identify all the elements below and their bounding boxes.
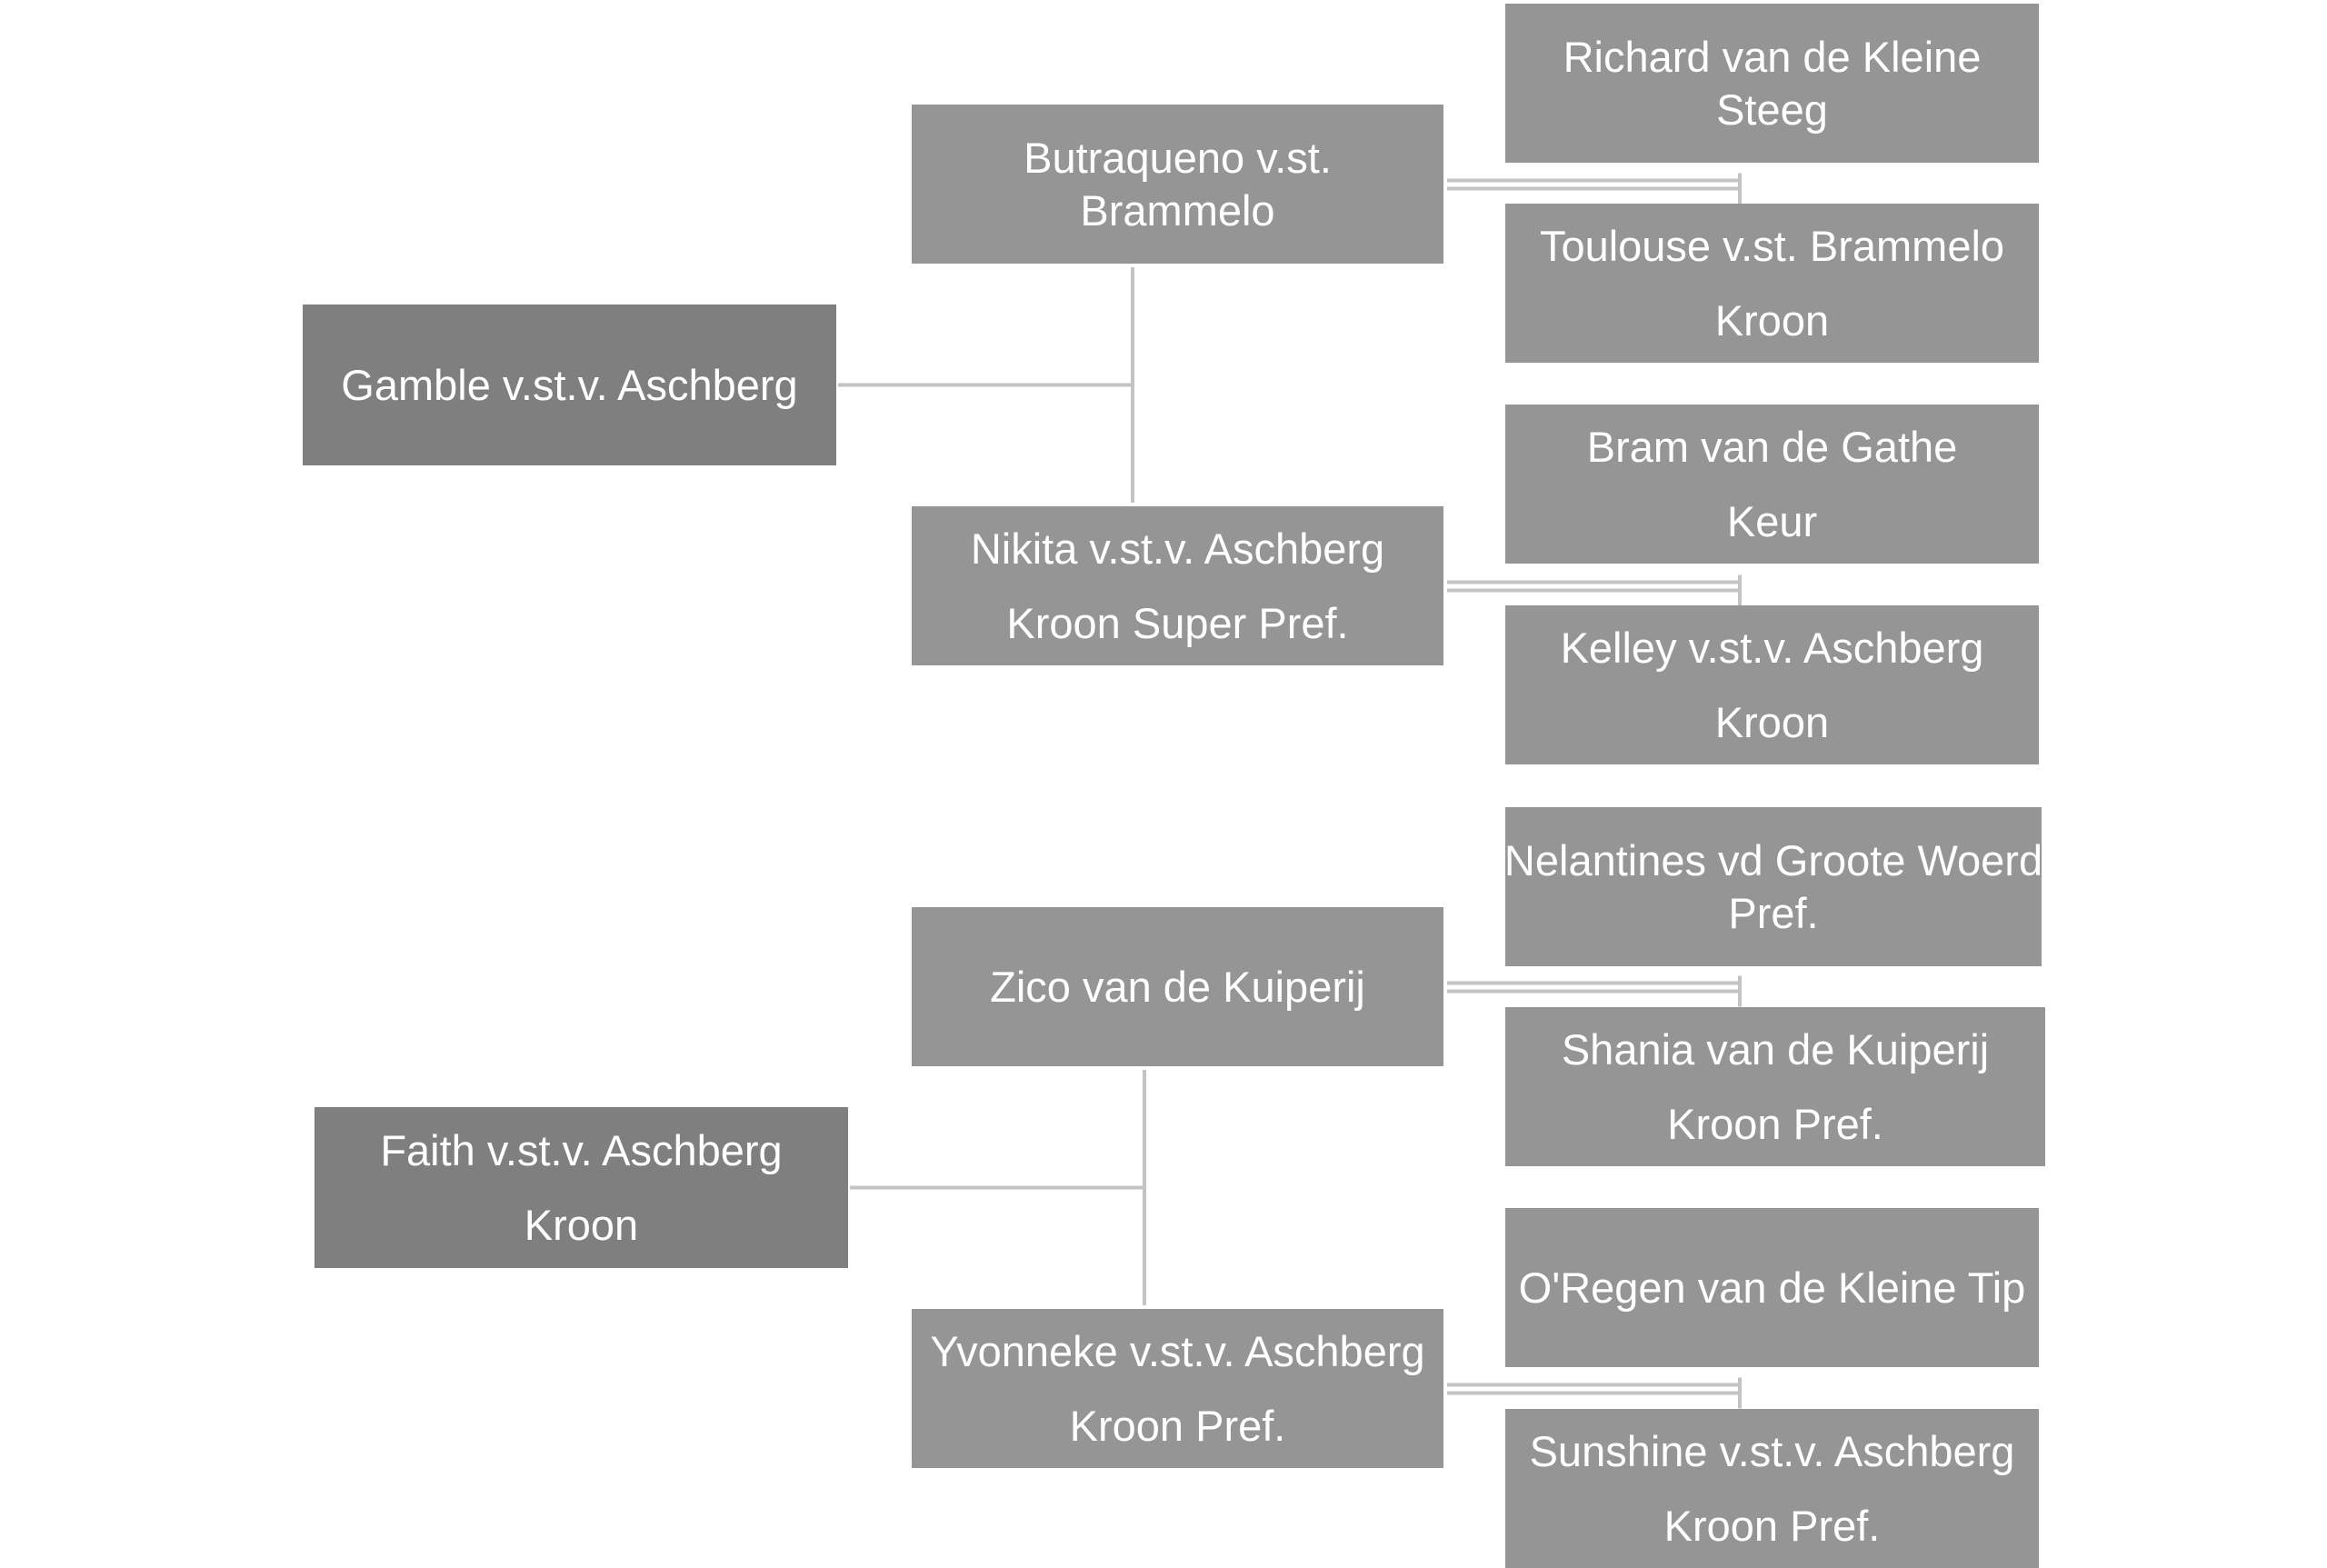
dog-name-line: Sunshine v.st.v. Aschberg [1529,1426,2015,1475]
dog-name-line: Kroon [524,1200,639,1249]
dog-name-line: Butraqueno v.st. [1024,133,1332,182]
dog-name-line: O'Regen van de Kleine Tip [1518,1263,2026,1312]
dog-name-line: Nelantines vd Groote Woerd [1503,835,2043,884]
dog-name-line: Steeg [1716,85,1828,134]
dog-name-line: Kroon [1714,697,1830,746]
dog-name-line: Kelley v.st.v. Aschberg [1560,623,1984,672]
dog-name-line: Nikita v.st.v. Aschberg [970,524,1385,573]
dog-name-line: Kroon Pref. [1069,1401,1286,1450]
dog-box-butraqueno: Butraqueno v.st.Brammelo [912,105,1443,264]
dog-name-line: Keur [1726,496,1818,545]
dog-name-line: Kroon Pref. [1667,1099,1883,1148]
dog-name-line: Bram van de Gathe [1586,422,1958,471]
dog-name-line: Richard van de Kleine [1563,32,1982,81]
dog-name-line: Kroon Pref. [1663,1501,1881,1550]
dog-box-oregen: O'Regen van de Kleine Tip [1505,1208,2039,1367]
dog-box-zico: Zico van de Kuiperij [912,907,1443,1066]
dog-name-line: Kroon Super Pref. [1006,598,1349,647]
dog-name-line: Gamble v.st.v. Aschberg [341,360,798,409]
dog-name-line: Pref. [1728,888,1819,937]
dog-box-gamble: Gamble v.st.v. Aschberg [303,305,836,465]
dog-name-line: Yvonneke v.st.v. Aschberg [930,1326,1425,1375]
dog-name-line: Brammelo [1080,185,1275,235]
dog-name-line: Faith v.st.v. Aschberg [380,1125,783,1174]
dog-name-line: Shania van de Kuiperij [1561,1024,1990,1074]
dog-name-line: Zico van de Kuiperij [990,962,1365,1011]
dog-name-line: Kroon [1714,295,1830,345]
dog-name-line: Toulouse v.st. Brammelo [1539,221,2005,270]
